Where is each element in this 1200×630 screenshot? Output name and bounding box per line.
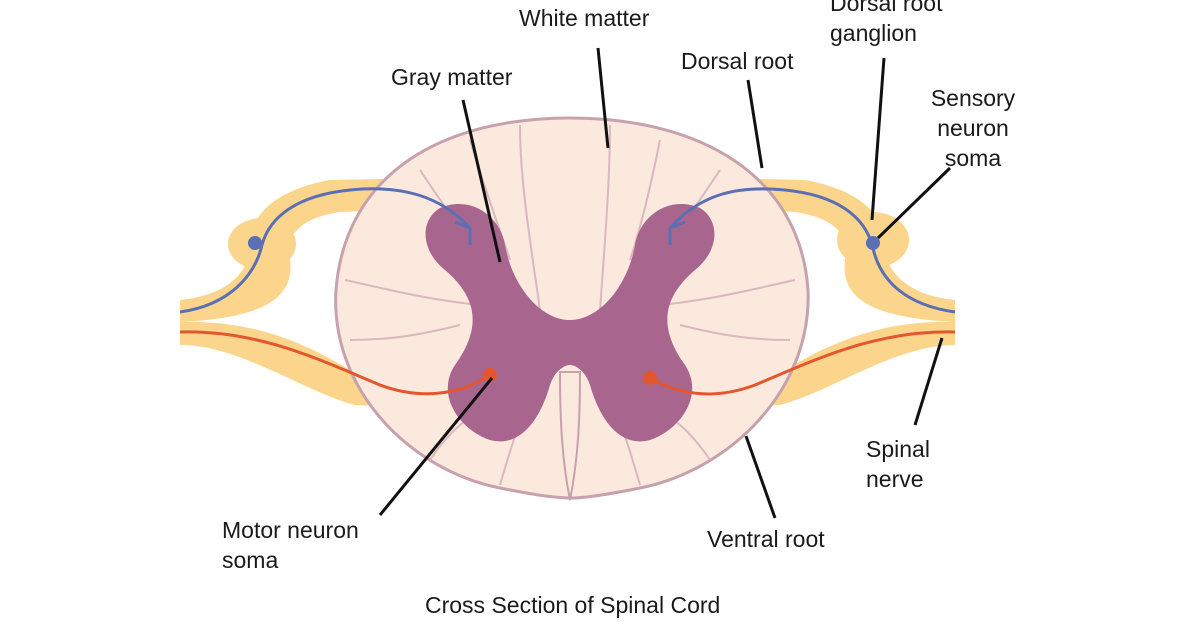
diagram-caption: Cross Section of Spinal Cord [425,592,721,618]
leader-lines [378,47,952,519]
motor-soma-right-marker [643,371,657,385]
label-white-matter: White matter [519,5,650,31]
gray-matter [425,203,715,442]
ventral-median-fissure [558,371,582,501]
sensory-neuron [179,187,956,314]
label-spinal-nerve-line2: nerve [866,466,924,492]
motor-soma-left-marker [483,368,497,382]
label-sensory-neuron-soma-line1: Sensory [930,85,1016,111]
label-dorsal-root-ganglion: Dorsal root ganglion [830,0,942,48]
label-spinal-nerve: Spinal nerve [866,434,930,494]
label-sensory-neuron-soma-line2: neuron [937,115,1009,141]
label-spinal-nerve-line1: Spinal [866,436,930,462]
label-ventral-root: Ventral root [707,526,825,552]
label-sensory-neuron-soma-line3: soma [944,145,1002,171]
label-sensory-neuron-soma: Sensory neuron soma [918,83,1028,173]
label-gray-matter: Gray matter [391,64,513,90]
sensory-soma-left-marker [248,236,262,250]
label-motor-neuron-soma-line2: soma [222,547,279,573]
label-dorsal-root-ganglion-line1: Dorsal root [830,0,943,16]
label-dorsal-root: Dorsal root [681,48,794,74]
label-dorsal-root-ganglion-line2: ganglion [830,20,917,46]
label-motor-neuron-soma-line1: Motor neuron [222,517,359,543]
motor-neuron [179,330,956,396]
sensory-soma-right-marker [866,236,880,250]
label-motor-neuron-soma: Motor neuron soma [222,515,359,575]
